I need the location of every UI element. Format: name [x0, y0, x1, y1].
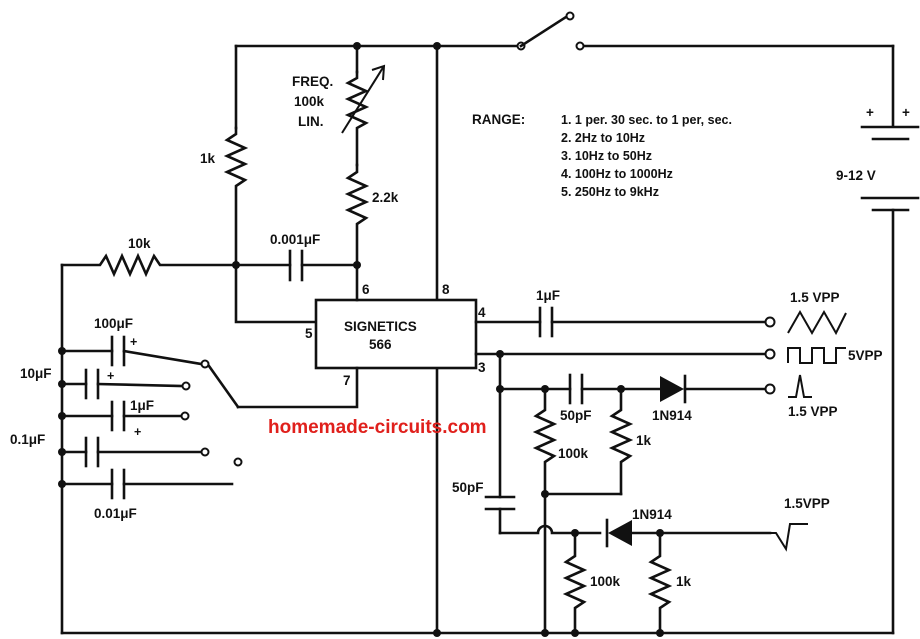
range-item: 2. 2Hz to 10Hz: [561, 131, 645, 145]
square-output: [474, 347, 846, 499]
junction-dot: [433, 42, 441, 50]
negative-pulse-network: [484, 495, 808, 552]
junction-dot: [58, 448, 66, 456]
power-switch[interactable]: [516, 11, 585, 51]
capacitor-1uf: [60, 400, 183, 432]
battery-plus-label: +: [866, 105, 874, 120]
range-item: 5. 250Hz to 9kHz: [561, 185, 659, 199]
watermark: homemade-circuits.com: [268, 417, 487, 438]
battery: [860, 44, 920, 635]
pin-8-label: 8: [442, 282, 450, 297]
diode-bottom-label: 1N914: [632, 507, 672, 522]
pin7-wire: [236, 366, 359, 409]
neg-pulse-output-label: 1.5VPP: [784, 496, 830, 511]
resistor-100k-bottom-label: 100k: [590, 574, 621, 589]
resistor-2k2-label: 2.2k: [372, 190, 399, 205]
capacitor-1uf-label: 1μF: [130, 398, 154, 413]
capacitor-10uf-label: 10μF: [20, 366, 52, 381]
freq-pot-label-2: 100k: [294, 94, 325, 109]
pulse-output-label: 1.5 VPP: [788, 404, 838, 419]
resistor-1k-left-label: 1k: [200, 151, 216, 166]
junction-dot: [353, 42, 361, 50]
capacitor-0001uf: [288, 249, 359, 282]
capacitor-10uf: [60, 368, 184, 400]
ic-part-number: 566: [369, 337, 392, 352]
ic-name: SIGNETICS: [344, 319, 417, 334]
resistor-1k-left: [223, 126, 318, 324]
range-title: RANGE:: [472, 112, 525, 127]
resistor-1k-bottom-label: 1k: [676, 574, 692, 589]
range-item: 4. 100Hz to 1000Hz: [561, 167, 673, 181]
capacitor-01uf-label: 0.1μF: [10, 432, 45, 447]
capacitor-0001uf-label: 0.001μF: [270, 232, 320, 247]
square-output-label: 5VPP: [848, 348, 883, 363]
capacitor-1uf-out-label: 1μF: [536, 288, 560, 303]
junction-dot: [58, 347, 66, 355]
resistor-2k2: [344, 163, 370, 270]
resistor-100k-top: [532, 387, 623, 496]
junction-dot: [58, 480, 66, 488]
resistor-1k-top: [608, 387, 634, 496]
positive-pulse-network: [498, 373, 812, 405]
resistor-10k: [60, 252, 292, 278]
resistor-100k-top-label: 100k: [558, 446, 589, 461]
cap-plus-label: +: [134, 425, 141, 439]
pin-7-label: 7: [343, 373, 351, 388]
junction-dot: [353, 261, 361, 269]
ic-566: [314, 266, 478, 370]
battery-plus-label: +: [902, 105, 910, 120]
capacitor-001uf-label: 0.01μF: [94, 506, 137, 521]
pin-3-label: 3: [478, 360, 486, 375]
resistor-1k-top-label: 1k: [636, 433, 652, 448]
resistor-1k-bottom: [647, 531, 673, 635]
freq-pot-label-3: LIN.: [298, 114, 324, 129]
capacitor-100uf: [60, 335, 203, 367]
range-switch[interactable]: [180, 359, 243, 467]
junction-dot: [496, 385, 504, 393]
diode-top-label: 1N914: [652, 408, 692, 423]
cap-plus-label: +: [107, 369, 114, 383]
junction-dot: [433, 629, 441, 637]
capacitor-100uf-label: 100μF: [94, 316, 133, 331]
pin-6-label: 6: [362, 282, 370, 297]
junction-dot: [496, 350, 504, 358]
resistor-100k-bottom: [562, 531, 588, 635]
top-rail: [234, 44, 895, 302]
range-item: 3. 10Hz to 50Hz: [561, 149, 652, 163]
junction-dot: [58, 380, 66, 388]
capacitor-50pf-bottom-label: 50pF: [452, 480, 484, 495]
resistor-10k-label: 10k: [128, 236, 151, 251]
triangle-output: [474, 306, 847, 338]
pin-5-label: 5: [305, 326, 313, 341]
range-item: 1. 1 per. 30 sec. to 1 per, sec.: [561, 113, 732, 127]
junction-dot: [58, 412, 66, 420]
pin-4-label: 4: [478, 305, 486, 320]
capacitor-01uf: [60, 436, 203, 468]
capacitor-001uf: [60, 468, 234, 500]
freq-pot-label-1: FREQ.: [292, 74, 333, 89]
capacitor-50pf-top-label: 50pF: [560, 408, 592, 423]
freq-potentiometer[interactable]: [341, 64, 386, 167]
cap-plus-label: +: [130, 335, 137, 349]
supply-voltage-label: 9-12 V: [836, 168, 876, 183]
triangle-output-label: 1.5 VPP: [790, 290, 840, 305]
